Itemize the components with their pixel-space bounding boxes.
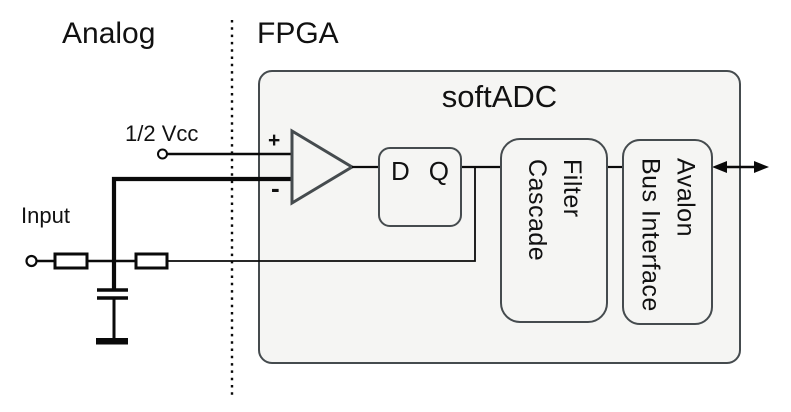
input-terminal-icon — [25, 254, 38, 268]
comparator-minus-label: - — [271, 173, 280, 203]
comparator-minus-wire — [111, 176, 294, 289]
resistor-2-icon — [134, 252, 169, 270]
analog-region-label: Analog — [62, 17, 156, 50]
filter-cascade-label: Filter Cascade — [523, 159, 586, 262]
bus-arrow-left-head — [712, 161, 727, 173]
d-flipflop-block: D Q — [378, 147, 462, 227]
bus-arrow-right-head — [754, 161, 769, 173]
fpga-region-label: FPGA — [257, 17, 339, 50]
comparator-plus-label: + — [268, 129, 281, 152]
ground-icon — [96, 338, 128, 345]
flipflop-q-label: Q — [428, 156, 449, 186]
input-label: Input — [21, 203, 70, 228]
filter-cascade-block: Filter Cascade — [500, 138, 608, 323]
avalon-bus-interface-label: Avalon Bus Interface — [636, 158, 700, 312]
feedback-wire — [167, 167, 476, 262]
vcc-terminal-icon — [157, 148, 168, 160]
softadc-title: softADC — [441, 79, 558, 114]
avalon-bus-interface-block: Avalon Bus Interface — [622, 139, 713, 325]
vcc-reference-label: 1/2 Vcc — [125, 121, 199, 146]
flipflop-d-label: D — [391, 156, 410, 186]
comparator-icon — [290, 128, 355, 206]
resistor-1-icon — [53, 252, 89, 270]
